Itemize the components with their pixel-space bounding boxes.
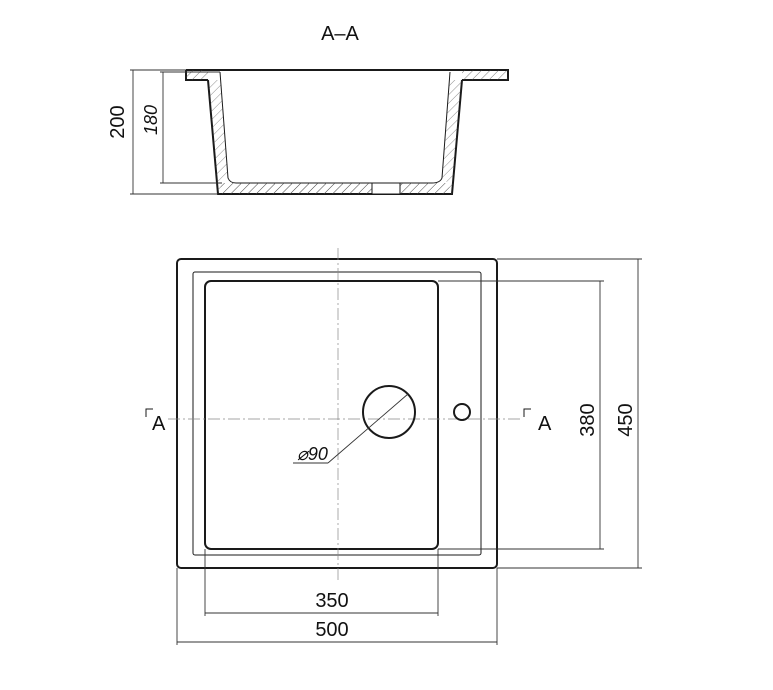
section-marker-right: A <box>523 408 552 435</box>
dimension-450: 450 <box>497 258 642 569</box>
drain-opening-section <box>371 182 401 195</box>
width-total-label: 500 <box>315 619 348 641</box>
section-mark-left-label: A <box>152 413 166 435</box>
depth-total-label: 450 <box>615 403 637 436</box>
section-view <box>185 69 509 195</box>
dimension-380: 380 <box>438 280 604 550</box>
faucet-hole <box>453 403 471 421</box>
bottom-hatch <box>218 183 452 194</box>
dimension-200: 200 <box>107 69 218 195</box>
drain-diameter-label: ⌀90 <box>297 444 328 464</box>
section-marker-left: A <box>145 408 166 435</box>
dimension-350: 350 <box>204 549 439 616</box>
height-inner-label: 180 <box>141 105 161 135</box>
height-total-label: 200 <box>107 105 129 138</box>
width-bowl-label: 350 <box>315 590 348 612</box>
section-mark-right-label: A <box>538 413 552 435</box>
dimension-180: 180 <box>141 71 222 184</box>
dimension-500: 500 <box>176 568 498 645</box>
plan-view: ⌀90 <box>168 248 520 580</box>
depth-bowl-label: 380 <box>577 403 599 436</box>
section-title: A–A <box>321 23 359 45</box>
drain-hole <box>362 385 416 439</box>
